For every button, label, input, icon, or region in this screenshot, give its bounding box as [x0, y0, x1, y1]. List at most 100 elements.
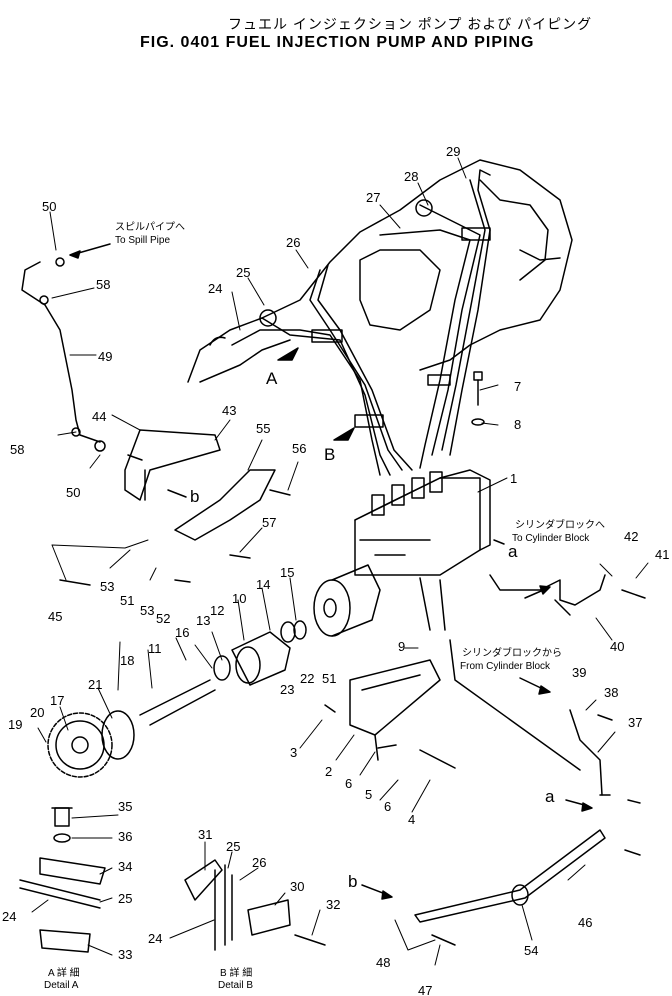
view-marker-a: A [266, 369, 278, 388]
view-marker-b: B [324, 445, 336, 464]
to-cylinder-block-note-jp: シリンダブロックへ [515, 520, 605, 531]
callout-34: 34 [118, 859, 133, 874]
callout-30: 30 [290, 879, 305, 894]
title-english: FIG. 0401 FUEL INJECTION PUMP AND PIPING [140, 34, 535, 51]
callout-50-lower: 50 [66, 485, 81, 500]
callout-29: 29 [446, 144, 461, 159]
callout-6b: 6 [384, 799, 392, 814]
callout-43: 43 [222, 403, 237, 418]
detail-a-label-jp: A 詳 細 [48, 968, 80, 979]
callout-24: 24 [208, 281, 223, 296]
to-cylinder-block-note-en: To Cylinder Block [512, 533, 590, 544]
drive-gear [47, 712, 113, 778]
marker-a-pump: a [508, 542, 518, 561]
cylinder-block-lines [419, 574, 611, 796]
callout-1: 1 [510, 471, 518, 486]
spill-pipe [21, 257, 106, 452]
callout-51: 51 [120, 593, 135, 608]
callout-37: 37 [628, 715, 643, 730]
callout-45: 45 [48, 609, 63, 624]
detail-b-label-jp: B 詳 細 [220, 968, 253, 979]
callout-18: 18 [120, 653, 135, 668]
pump-base [324, 659, 456, 769]
callout-36: 36 [118, 829, 133, 844]
callout-44: 44 [92, 409, 107, 424]
callout-16: 16 [175, 625, 190, 640]
callout-9: 9 [398, 639, 406, 654]
callout-49: 49 [98, 349, 113, 364]
callout-47: 47 [418, 983, 433, 996]
bolts-and-washers [59, 371, 646, 946]
callout-38: 38 [604, 685, 619, 700]
detail-a-parts [19, 807, 106, 953]
callout-8: 8 [514, 417, 522, 432]
detail-a-label-en: Detail A [44, 980, 79, 991]
callout-28: 28 [404, 169, 419, 184]
callout-54: 54 [524, 943, 539, 958]
callout-51-lower: 51 [322, 671, 337, 686]
callout-57: 57 [262, 515, 277, 530]
spill-pipe-note-en: To Spill Pipe [115, 235, 171, 246]
direction-arrows [69, 243, 593, 900]
governor-housing [313, 564, 381, 637]
callout-46: 46 [578, 915, 593, 930]
callout-6a: 6 [345, 776, 353, 791]
callout-42: 42 [624, 529, 639, 544]
callout-53-second: 53 [140, 603, 155, 618]
callout-50: 50 [42, 199, 57, 214]
callout-53: 53 [100, 579, 115, 594]
callout-7: 7 [514, 379, 522, 394]
callout-23: 23 [280, 682, 295, 697]
callout-17: 17 [50, 693, 65, 708]
callout-56: 56 [292, 441, 307, 456]
spill-pipe-note-jp: スピルパイプへ [115, 222, 185, 233]
callout-15: 15 [280, 565, 295, 580]
coupling-parts [101, 620, 307, 760]
marker-b-bracket: b [190, 487, 200, 506]
callout-14: 14 [256, 577, 271, 592]
callout-27: 27 [366, 190, 381, 205]
callout-21: 21 [88, 677, 103, 692]
leader-lines [31, 157, 649, 966]
callout-26: 26 [286, 235, 301, 250]
mounting-bracket [124, 429, 276, 541]
callout-39: 39 [572, 665, 587, 680]
callout-48: 48 [376, 955, 391, 970]
callout-25: 25 [236, 265, 251, 280]
callout-32: 32 [326, 897, 341, 912]
callout-31: 31 [198, 827, 213, 842]
from-cylinder-block-note-jp: シリンダブロックから [462, 648, 562, 659]
callout-41: 41 [655, 547, 670, 562]
callout-10: 10 [232, 591, 247, 606]
callout-25-detail-a: 25 [118, 891, 133, 906]
callout-2: 2 [325, 764, 333, 779]
detail-b-label-en: Detail B [218, 980, 254, 991]
callout-13: 13 [196, 613, 211, 628]
title-japanese: フュエル インジェクション ポンプ および パイピング [228, 16, 593, 32]
stop-lever [414, 829, 606, 923]
callout-55: 55 [256, 421, 271, 436]
callout-12: 12 [210, 603, 225, 618]
callout-35: 35 [118, 799, 133, 814]
callout-25-detail-b: 25 [226, 839, 241, 854]
callout-24-detail-b: 24 [148, 931, 163, 946]
injection-pipes [231, 169, 491, 476]
callout-58-lower: 58 [10, 442, 25, 457]
pipe-clamps [259, 199, 491, 428]
callout-26-detail-b: 26 [252, 855, 267, 870]
callout-5: 5 [365, 787, 373, 802]
marker-a-lever: a [545, 787, 555, 806]
callout-22: 22 [300, 671, 315, 686]
detail-b-parts [184, 859, 326, 951]
callout-19: 19 [8, 717, 23, 732]
callout-11: 11 [148, 641, 162, 656]
from-cylinder-block-note-en: From Cylinder Block [460, 661, 551, 672]
callout-3: 3 [290, 745, 298, 760]
callout-40: 40 [610, 639, 625, 654]
callout-4: 4 [408, 812, 416, 827]
callout-52: 52 [156, 611, 171, 626]
injection-pump [354, 469, 491, 576]
marker-b-lever: b [348, 872, 358, 891]
